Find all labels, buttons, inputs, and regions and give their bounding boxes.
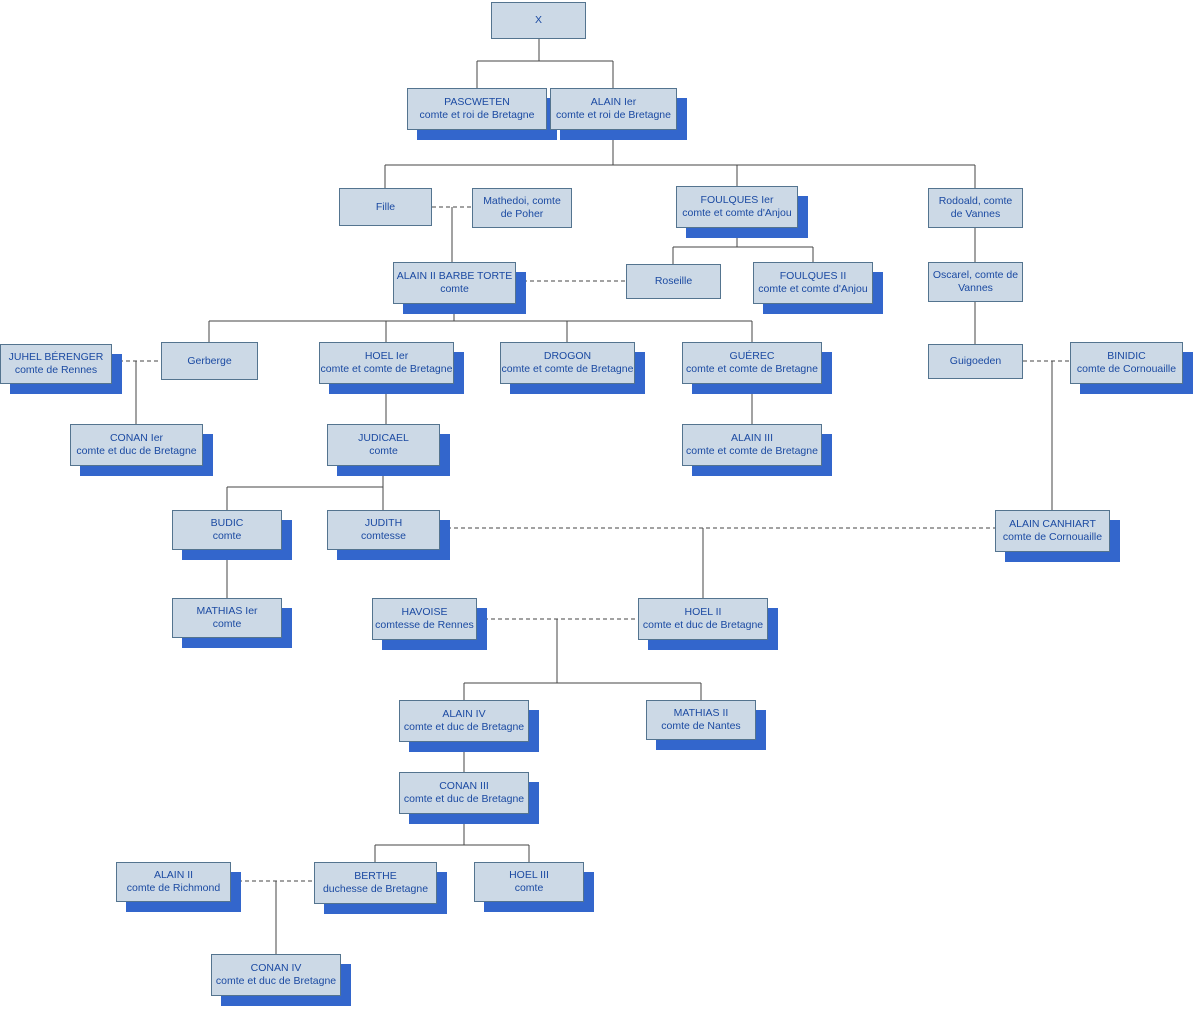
node-name: MATHIAS Ier [196, 605, 258, 617]
node-roseille: Roseille [626, 264, 721, 299]
node-title: comte et comte de Bretagne [320, 363, 453, 375]
node-title: comte [514, 882, 544, 894]
node-name: CONAN Ier [109, 432, 164, 444]
node-name: PASCWETEN [444, 96, 510, 108]
node-title: comte et duc de Bretagne [642, 619, 764, 631]
node-title: comte [212, 618, 242, 630]
node-title: duchesse de Bretagne [322, 883, 429, 895]
node-name: JUHEL BÉRENGER [8, 351, 104, 363]
node-title: comte et comte de Bretagne [501, 363, 634, 375]
node-title: comte [440, 283, 469, 295]
node-name: CONAN III [439, 780, 489, 792]
node-name: HOEL Ier [364, 350, 409, 362]
node-name: CONAN IV [250, 962, 302, 974]
node-name: MATHIAS II [673, 707, 729, 719]
node-name: Guigoeden [949, 355, 1002, 367]
node-name: FOULQUES II [779, 270, 847, 282]
node-gerberge: Gerberge [161, 342, 258, 380]
node-guigoeden: Guigoeden [928, 344, 1023, 379]
node-name: Oscarel, comte de [932, 269, 1019, 281]
node-title: Vannes [958, 282, 993, 294]
node-name: BINIDIC [1107, 350, 1146, 362]
node-name: ALAIN III [730, 432, 773, 444]
node-name: HOEL II [684, 606, 722, 618]
node-title: comte de Nantes [661, 720, 741, 732]
node-name: HOEL III [509, 869, 549, 881]
node-title: comte et roi de Bretagne [556, 109, 671, 121]
node-name: DROGON [543, 350, 592, 362]
node-title: comte et duc de Bretagne [403, 721, 525, 733]
node-title: de Vannes [950, 208, 1001, 220]
node-title: comte de Richmond [126, 882, 221, 894]
node-name: FOULQUES Ier [700, 194, 774, 206]
node-name: HAVOISE [401, 606, 448, 618]
node-title: comte et roi de Bretagne [419, 109, 535, 121]
node-title: comte et comte de Bretagne [686, 363, 818, 375]
node-name: ALAIN II [153, 869, 194, 881]
node-name: Rodoald, comte [938, 195, 1013, 207]
node-title: comte et comte de Bretagne [686, 445, 818, 457]
node-title: comte de Cornouaille [1002, 531, 1103, 543]
node-name: ALAIN II BARBE TORTE [396, 270, 513, 282]
node-name: ALAIN Ier [590, 96, 637, 108]
node-title: comte et duc de Bretagne [215, 975, 337, 987]
node-name: Mathedoi, comte [483, 195, 561, 207]
node-title: comte et duc de Bretagne [76, 445, 197, 457]
node-title: comte de Rennes [14, 364, 98, 376]
node-name: Fille [375, 200, 396, 213]
node-title: comte et comte d'Anjou [758, 283, 868, 295]
node-name: ALAIN CANHIART [1009, 518, 1096, 530]
node-title: comte [212, 530, 242, 542]
node-name: Gerberge [187, 354, 232, 367]
node-name: Roseille [654, 275, 693, 287]
node-name: BERTHE [354, 870, 397, 882]
node-name: BUDIC [210, 517, 244, 529]
node-name: ALAIN IV [442, 708, 486, 720]
node-title: de Poher [500, 208, 544, 220]
node-title: comte et duc de Bretagne [403, 793, 525, 805]
node-title: comtesse [361, 530, 406, 542]
node-name: X [534, 14, 542, 26]
node-title: comte et comte d'Anjou [682, 207, 792, 219]
node-fille: Fille [339, 188, 432, 226]
node-name: GUÉREC [729, 350, 775, 362]
node-title: comtesse de Rennes [375, 619, 474, 631]
node-title: comte [369, 445, 398, 457]
node-name: JUDICAEL [358, 432, 409, 444]
node-x: X [491, 2, 586, 39]
node-title: comte de Cornouaille [1076, 363, 1177, 375]
node-name: JUDITH [364, 517, 403, 529]
